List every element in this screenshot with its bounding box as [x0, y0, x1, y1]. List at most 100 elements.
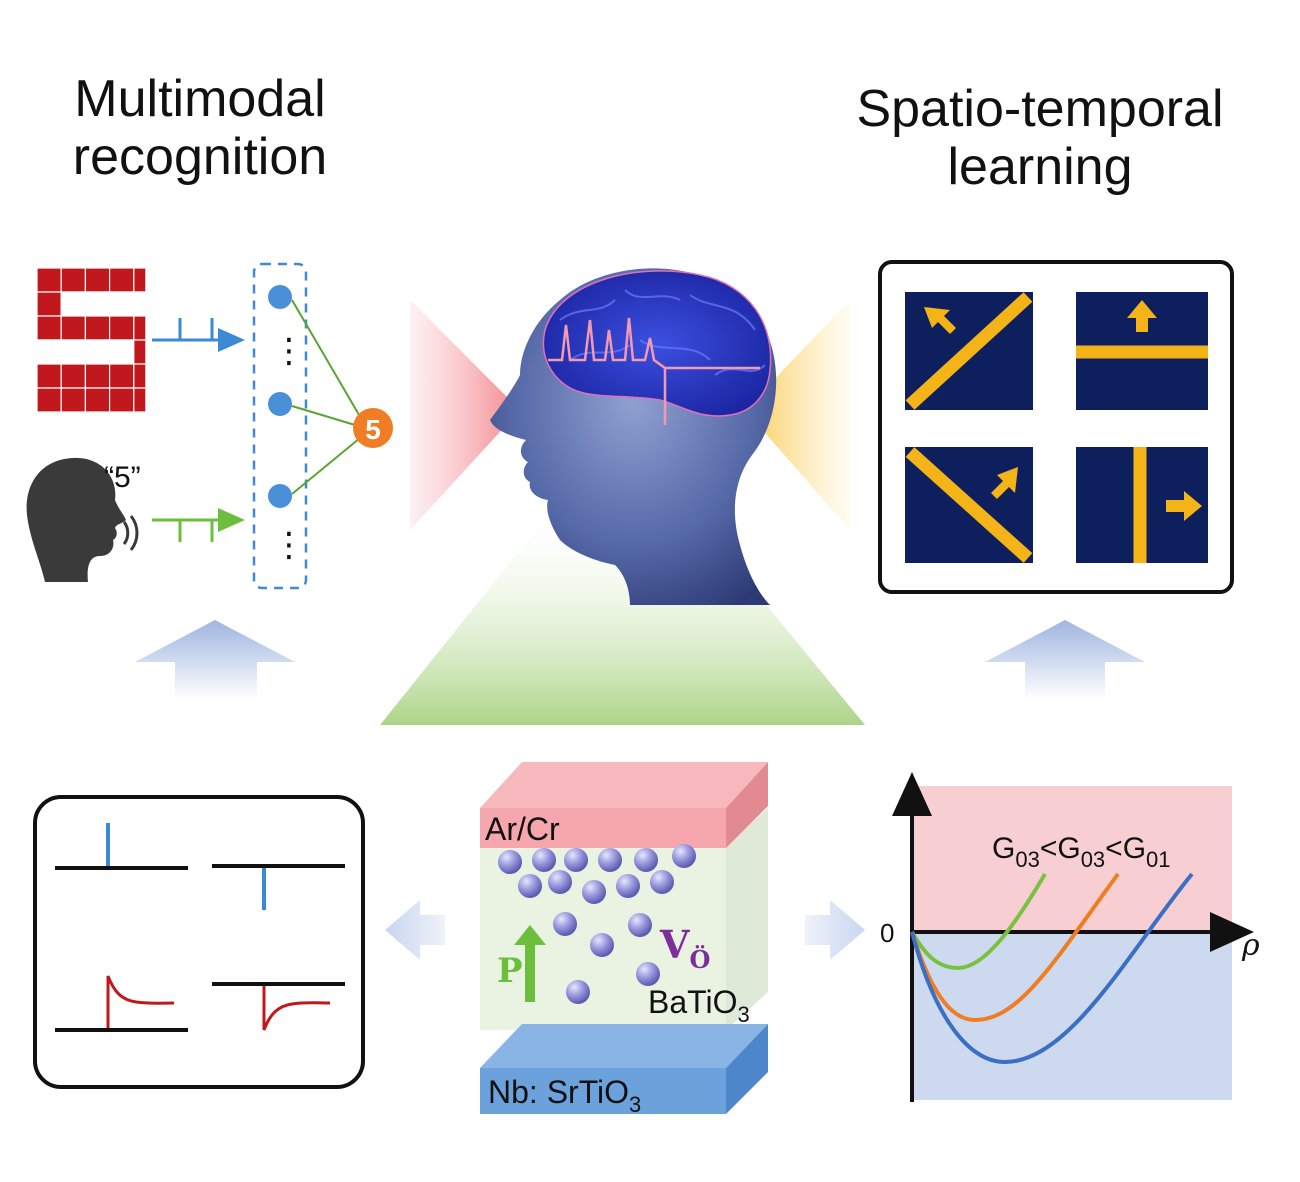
up-arrow-left [135, 620, 295, 700]
pixel-cell [36, 291, 62, 317]
green-curve [910, 872, 1047, 971]
title-right-line2: learning [947, 138, 1133, 196]
vacancy-sphere [650, 870, 674, 894]
film-label: BaTiO3 [648, 984, 750, 1027]
pixel-cell [36, 267, 62, 293]
pixel-cell [133, 387, 147, 413]
vacancy-sphere [582, 880, 606, 904]
yellow-light-cone [745, 300, 850, 530]
energy-plot [892, 772, 1254, 1102]
pixel-cell [133, 363, 147, 389]
arrow-right-icon [1166, 491, 1202, 521]
positive-region [912, 786, 1232, 932]
brain-spike-train [548, 317, 760, 425]
pixel-cell [108, 363, 135, 389]
neuron-layer-box [252, 262, 308, 590]
pixel-cell [108, 291, 135, 317]
pixel-cell [133, 315, 147, 341]
top-electrode-label: Ar/Cr [485, 811, 560, 847]
bottom-electrode-side-face [726, 1024, 768, 1114]
vacancy-label: VÖ [659, 922, 710, 974]
pixel-cell [84, 387, 111, 413]
pixel-cell [36, 363, 62, 389]
plot-origin-label: 0 [880, 918, 894, 948]
vacancy-sphere [590, 933, 614, 957]
vacancy-sphere [548, 870, 572, 894]
arrow-up-icon [1127, 300, 1157, 332]
top-electrode-top-face [480, 762, 768, 808]
plot-x-label: ρ [1241, 928, 1260, 963]
pixel-cell [84, 315, 111, 341]
pixel-cell [133, 339, 147, 365]
pixel-cell [84, 267, 111, 293]
synapse-lines [291, 299, 363, 495]
vacancy-sphere [564, 848, 588, 872]
input-neurons [268, 285, 292, 508]
pixel-cell [133, 267, 147, 293]
pixel-cell [60, 291, 87, 317]
direction-tile-diagonal-up-left [905, 292, 1033, 410]
brain-illustration [380, 268, 865, 725]
speech-quote-label: “5” [104, 461, 141, 494]
direction-tile-diagonal-up-right [905, 447, 1033, 563]
red-light-cone [410, 300, 520, 530]
pixel-cell [60, 363, 87, 389]
pixel-cell [108, 387, 135, 413]
positive-current-response [55, 975, 188, 1032]
neuron [268, 285, 292, 309]
digit-five-pixel-grid [36, 267, 147, 413]
top-electrode-side-face [726, 762, 768, 848]
pixel-cell [36, 339, 62, 365]
pixel-cell [133, 291, 147, 317]
pixel-cell [84, 363, 111, 389]
conductance-legend: G03<G03<G01 [992, 832, 1171, 872]
bottom-electrode-top-face [480, 1024, 768, 1068]
vacancy-sphere [636, 962, 660, 986]
title-right-line1: Spatio-temporal [856, 80, 1224, 138]
green-light-cone [380, 500, 865, 725]
vacancy-sphere [672, 844, 696, 868]
vacancy-sphere [628, 913, 652, 937]
ferroelectric-device [480, 762, 768, 1114]
right-arrow-to-plot [805, 900, 865, 960]
pixel-cell [60, 315, 87, 341]
visual-spike-input [152, 318, 242, 340]
bottom-electrode [480, 1068, 726, 1114]
blue-curve [910, 872, 1194, 1065]
negative-region [912, 932, 1232, 1100]
arrow-up-left-icon [924, 307, 956, 334]
title-multimodal-recognition: Multimodal recognition [30, 70, 370, 186]
pixel-cell [108, 267, 135, 293]
neuron [268, 484, 292, 508]
vacancy-sphere [498, 850, 522, 874]
vacancy-sphere [566, 980, 590, 1004]
vacancy-sphere [634, 848, 658, 872]
polarization-arrow [514, 925, 546, 1002]
pixel-cell [36, 387, 62, 413]
speaking-head-icon [26, 457, 139, 582]
vacancy-sphere [598, 848, 622, 872]
brain-folds [559, 289, 766, 376]
pixel-cell [60, 267, 87, 293]
vacancy-sphere [553, 912, 577, 936]
pulse-response-panel [33, 795, 365, 1089]
pixel-cell [60, 387, 87, 413]
output-digit-label: 5 [365, 414, 381, 445]
pixel-cell [84, 291, 111, 317]
polarization-label: P [497, 951, 523, 991]
pixel-cell [108, 315, 135, 341]
vacancy-sphere [616, 874, 640, 898]
title-left-line2: recognition [72, 128, 328, 186]
direction-tile-vertical-right [1076, 447, 1208, 563]
negative-current-response [212, 982, 345, 1031]
title-spatio-temporal-learning: Spatio-temporal learning [820, 80, 1260, 196]
orange-curve [910, 872, 1120, 1023]
pixel-cell [84, 339, 111, 365]
bottom-electrode-label: Nb: SrTiO3 [488, 1074, 641, 1117]
pixel-cell [108, 339, 135, 365]
vacancy-sphere [518, 874, 542, 898]
pixel-cell [36, 315, 62, 341]
audio-spike-input [152, 520, 242, 542]
positive-spike-pulse [55, 823, 188, 870]
pixel-cell [60, 339, 87, 365]
